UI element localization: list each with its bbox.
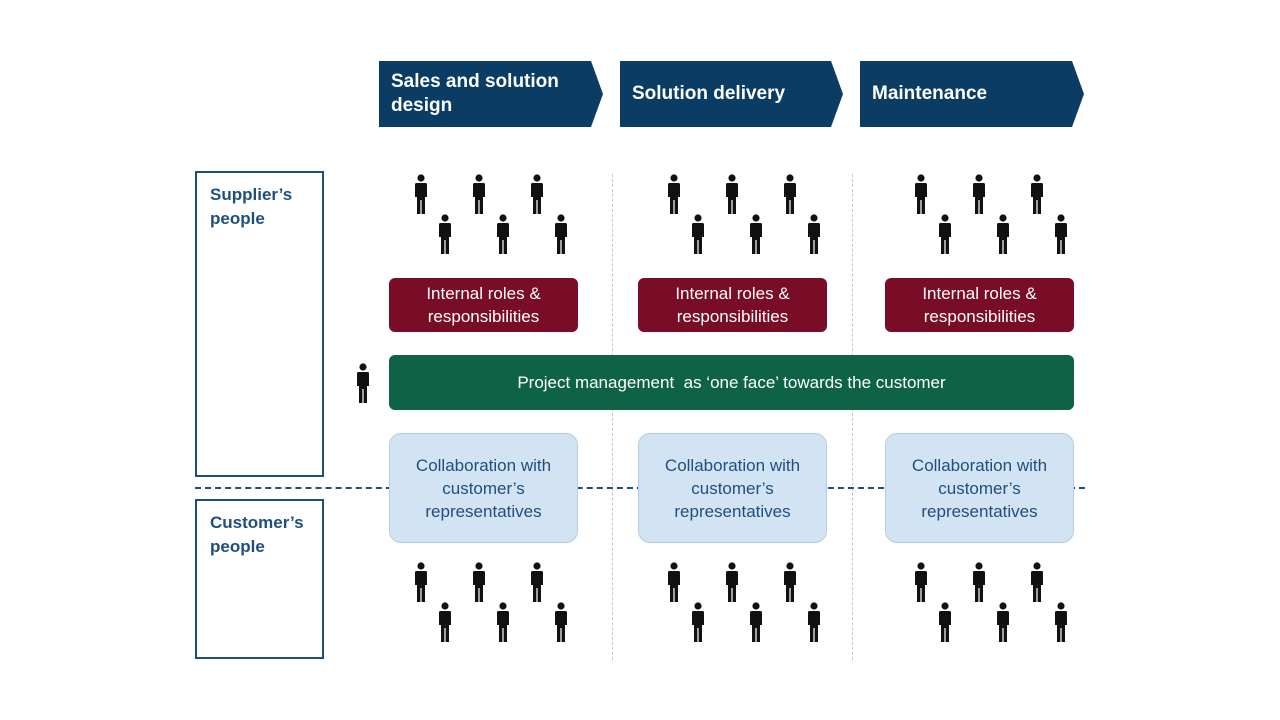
supplier-people-label: Supplier’s people	[210, 185, 293, 228]
internal-roles-label: Internal roles & responsibilities	[675, 284, 790, 326]
person-icon	[496, 214, 510, 254]
person-icon	[725, 174, 739, 214]
person-icon	[783, 562, 797, 602]
collaboration-label: Collaboration with customer’s representa…	[911, 455, 1048, 521]
person-icon	[438, 214, 452, 254]
phase-divider	[852, 174, 853, 660]
internal-roles-box: Internal roles & responsibilities	[389, 278, 578, 332]
customer-people-box: Customer’s people	[195, 499, 324, 659]
person-icon	[691, 602, 705, 642]
person-icon	[472, 174, 486, 214]
person-icon	[783, 174, 797, 214]
collaboration-box: Collaboration with customer’s representa…	[389, 433, 578, 543]
phase-label: Sales and solution design	[391, 71, 559, 116]
person-icon	[938, 602, 952, 642]
person-icon	[996, 214, 1010, 254]
phase-divider	[612, 174, 613, 660]
person-icon	[807, 602, 821, 642]
person-icon	[1030, 174, 1044, 214]
person-icon	[807, 214, 821, 254]
person-icon	[438, 602, 452, 642]
phase-label: Solution delivery	[632, 83, 786, 104]
person-icon	[1030, 562, 1044, 602]
person-icon	[667, 562, 681, 602]
person-icon	[414, 562, 428, 602]
phase-label: Maintenance	[872, 83, 988, 104]
person-icon	[749, 602, 763, 642]
phase-chevron-sales: Sales and solution design	[379, 61, 603, 127]
person-icon	[414, 174, 428, 214]
person-icon	[914, 562, 928, 602]
internal-roles-box: Internal roles & responsibilities	[885, 278, 1074, 332]
person-icon	[667, 174, 681, 214]
person-icon	[914, 174, 928, 214]
person-icon	[356, 363, 370, 403]
project-management-label: Project management as ‘one face’ towards…	[517, 372, 946, 392]
customer-people-label: Customer’s people	[210, 513, 304, 556]
person-icon	[530, 562, 544, 602]
person-icon	[530, 174, 544, 214]
phase-chevron-maintenance: Maintenance	[860, 61, 1084, 127]
person-icon	[554, 602, 568, 642]
person-icon	[1054, 214, 1068, 254]
supplier-people-box: Supplier’s people	[195, 171, 324, 477]
person-icon	[996, 602, 1010, 642]
person-icon	[725, 562, 739, 602]
person-icon	[472, 562, 486, 602]
internal-roles-box: Internal roles & responsibilities	[638, 278, 827, 332]
person-icon	[972, 562, 986, 602]
collaboration-box: Collaboration with customer’s representa…	[638, 433, 827, 543]
person-icon	[496, 602, 510, 642]
person-icon	[554, 214, 568, 254]
phase-chevron-delivery: Solution delivery	[620, 61, 843, 127]
person-icon	[972, 174, 986, 214]
person-icon	[691, 214, 705, 254]
person-icon	[1054, 602, 1068, 642]
person-icon	[938, 214, 952, 254]
collaboration-label: Collaboration with customer’s representa…	[415, 455, 552, 521]
internal-roles-label: Internal roles & responsibilities	[426, 284, 541, 326]
collaboration-box: Collaboration with customer’s representa…	[885, 433, 1074, 543]
project-management-bar: Project management as ‘one face’ towards…	[389, 355, 1074, 410]
internal-roles-label: Internal roles & responsibilities	[922, 284, 1037, 326]
person-icon	[749, 214, 763, 254]
collaboration-label: Collaboration with customer’s representa…	[664, 455, 801, 521]
